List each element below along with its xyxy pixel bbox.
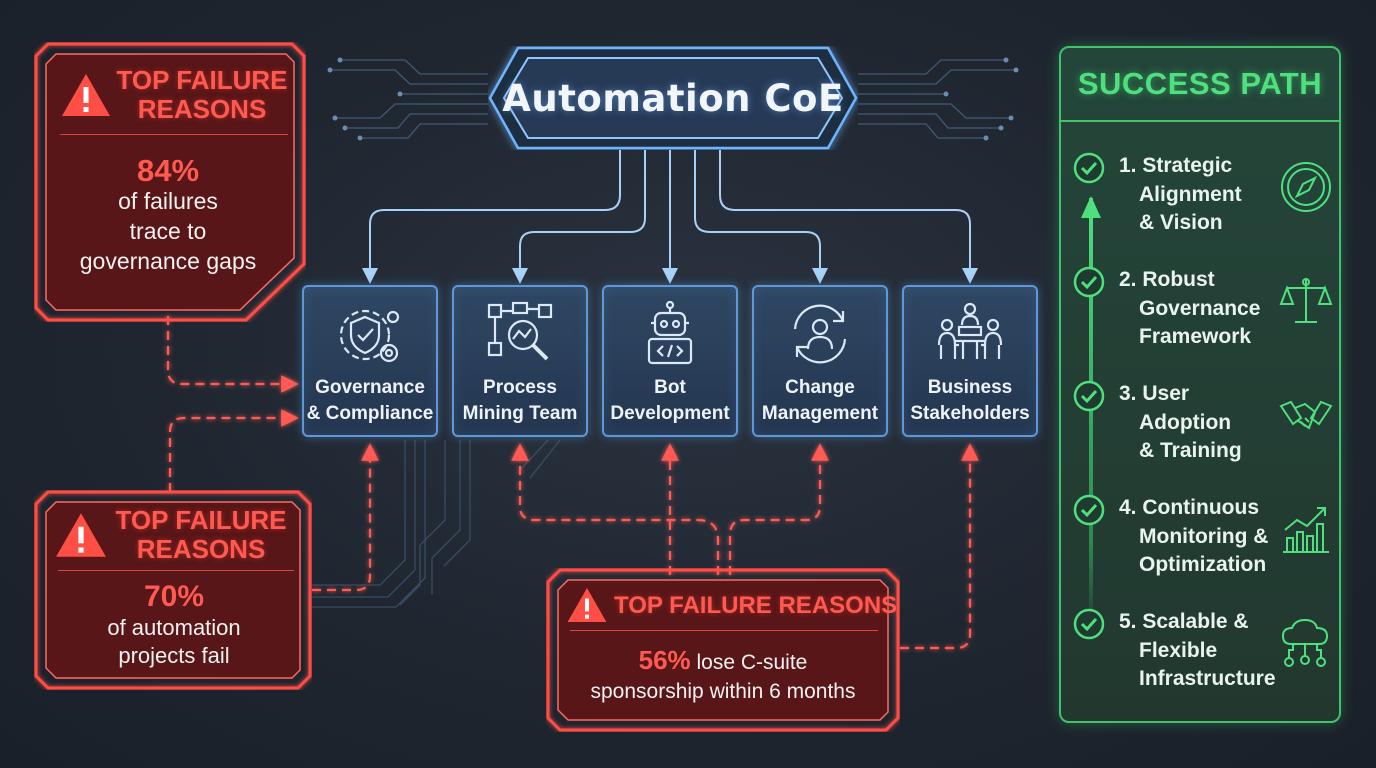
step-line3: Optimization bbox=[1139, 553, 1267, 576]
failure-text-line1: of automation bbox=[107, 615, 241, 640]
step-line3: & Training bbox=[1139, 439, 1242, 462]
step-line3: Framework bbox=[1139, 325, 1252, 348]
failure-frame bbox=[546, 568, 900, 732]
dept-label-line1: Change bbox=[785, 377, 855, 398]
hub-frame bbox=[488, 46, 858, 150]
step-line1: Robust bbox=[1142, 268, 1215, 291]
step-line2: Alignment bbox=[1139, 182, 1242, 206]
shield-gear-icon bbox=[331, 297, 409, 371]
dept-card-governance[interactable]: Governance & Compliance bbox=[302, 285, 438, 437]
automation-coe-hub: Automation CoE bbox=[488, 46, 858, 150]
step-line1: Continuous bbox=[1142, 496, 1259, 519]
flow-magnifier-icon bbox=[481, 297, 559, 371]
hub-title: Automation CoE bbox=[502, 76, 844, 120]
step-line3: Infrastructure bbox=[1139, 667, 1276, 690]
failure-text-line2: projects fail bbox=[118, 643, 230, 668]
step-line2: Adoption bbox=[1139, 410, 1232, 434]
failure-box-governance-gaps: TOP FAILURE REASONS 84% of failures trac… bbox=[34, 42, 306, 322]
failure-stat: 84% bbox=[136, 153, 200, 188]
step-line1: Strategic bbox=[1142, 154, 1233, 177]
failure-text-line1: of failures bbox=[118, 188, 218, 214]
check-circle-icon bbox=[1073, 380, 1105, 412]
failure-title-line1: TOP FAILURE bbox=[115, 505, 287, 535]
warning-icon bbox=[56, 513, 106, 557]
step-number: 4. bbox=[1119, 496, 1137, 519]
handshake-icon bbox=[1279, 400, 1333, 430]
failure-frame bbox=[34, 490, 312, 690]
step-number: 3. bbox=[1119, 382, 1137, 405]
progress-arrow bbox=[1089, 198, 1093, 628]
dept-label-line2: & Compliance bbox=[306, 403, 434, 424]
step-number: 5. bbox=[1119, 610, 1137, 633]
arrow-up-icon bbox=[1081, 196, 1101, 218]
step-line2: Monitoring & bbox=[1139, 524, 1269, 548]
dept-label-line2: Development bbox=[610, 403, 730, 424]
failure-title-line2: REASONS bbox=[136, 534, 266, 564]
cloud-network-icon bbox=[1281, 618, 1329, 667]
dept-label-line1: Bot bbox=[654, 377, 686, 398]
step-line2: Governance bbox=[1139, 296, 1261, 320]
dept-card-change-management[interactable]: Change Management bbox=[752, 285, 888, 437]
failure-text-line1: lose C-suite bbox=[690, 651, 808, 674]
failure-title: TOP FAILURE REASONS bbox=[614, 591, 898, 619]
step-line1: Scalable & bbox=[1142, 610, 1249, 633]
person-cycle-icon bbox=[781, 297, 859, 371]
check-circle-icon bbox=[1073, 494, 1105, 526]
failure-frame bbox=[34, 42, 306, 322]
failure-text-line2: trace to bbox=[129, 218, 207, 244]
robot-icon bbox=[631, 297, 709, 371]
failure-text-line3: governance gaps bbox=[79, 248, 257, 274]
failure-stat: 56% bbox=[638, 645, 691, 675]
failure-title-line2: REASONS bbox=[137, 94, 267, 124]
step-line2: Flexible bbox=[1139, 638, 1218, 662]
step-line1: User bbox=[1142, 382, 1190, 405]
failure-box-automation-projects: TOP FAILURE REASONS 70% of automation pr… bbox=[34, 490, 312, 690]
meeting-table-icon bbox=[931, 297, 1009, 371]
failure-stat: 70% bbox=[143, 580, 205, 613]
check-circle-icon bbox=[1073, 266, 1105, 298]
growth-chart-icon bbox=[1283, 507, 1329, 553]
check-circle-icon bbox=[1073, 608, 1105, 640]
compass-icon bbox=[1281, 162, 1331, 212]
step-number: 2. bbox=[1119, 268, 1137, 291]
dept-label-line1: Process bbox=[483, 377, 557, 398]
dept-label-line2: Stakeholders bbox=[910, 403, 1030, 424]
dept-label-line1: Business bbox=[927, 377, 1013, 398]
step-line3: & Vision bbox=[1139, 211, 1223, 234]
dept-label-line1: Governance bbox=[315, 377, 425, 398]
warning-icon bbox=[567, 588, 607, 622]
dept-label-line2: Management bbox=[761, 403, 879, 424]
step-number: 1. bbox=[1119, 154, 1137, 177]
dept-card-process-mining[interactable]: Process Mining Team bbox=[452, 285, 588, 437]
dept-card-bot-development[interactable]: Bot Development bbox=[602, 285, 738, 437]
dept-card-business-stakeholders[interactable]: Business Stakeholders bbox=[902, 285, 1038, 437]
failure-text-line2: sponsorship within 6 months bbox=[590, 680, 856, 703]
dept-label-line2: Mining Team bbox=[462, 403, 578, 424]
check-circle-icon bbox=[1073, 152, 1105, 184]
failure-box-c-suite-sponsorship: TOP FAILURE REASONS 56% lose C-suite spo… bbox=[546, 568, 900, 732]
warning-icon bbox=[62, 74, 110, 116]
success-path-title: SUCCESS PATH bbox=[1077, 66, 1323, 101]
scales-icon bbox=[1279, 278, 1333, 323]
failure-title-line1: TOP FAILURE bbox=[116, 65, 288, 95]
